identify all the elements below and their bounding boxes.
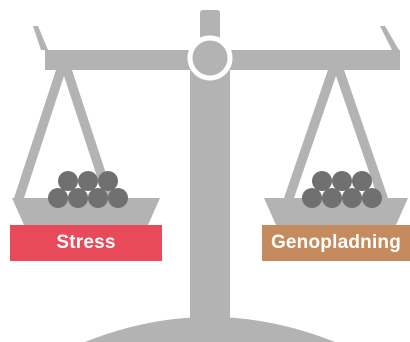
scale-column <box>190 70 230 330</box>
scale-top-knob <box>200 10 220 40</box>
right-pan <box>264 64 408 225</box>
recharge-label: Genopladning <box>262 225 410 261</box>
right-hook <box>380 26 399 50</box>
left-hook <box>33 26 48 50</box>
left-weights <box>48 171 128 208</box>
pivot-ring <box>187 35 233 81</box>
left-pan <box>12 64 160 225</box>
stress-label: Stress <box>10 225 162 261</box>
right-weights <box>302 171 382 208</box>
